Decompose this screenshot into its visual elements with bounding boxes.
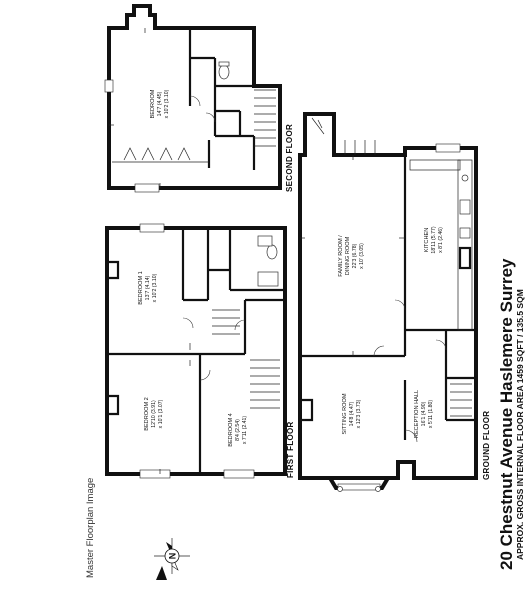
family-room-name2: DINING ROOM <box>345 236 351 275</box>
bedroom-4-name: BEDROOM 4 <box>228 413 234 447</box>
second-bedroom-dim1: 14'7 (4.45) <box>157 91 163 116</box>
second-bedroom-dim2: x 10'2 (3.10) <box>164 89 170 118</box>
family-room-name1: FAMILY ROOM / <box>338 235 344 277</box>
family-room-dim1: 22'3 (6.78) <box>352 243 358 268</box>
property-address: 20 Chestnut Avenue Haslemere Surrey <box>497 258 516 570</box>
kitchen-name: KITCHEN <box>424 228 430 253</box>
bedroom-2-name: BEDROOM 2 <box>144 397 150 431</box>
reception-hall-name: RECEPTION HALL <box>414 390 420 438</box>
second-floor-plan: BEDROOM 14'7 (4.45) x 10'2 (3.10) SECOND… <box>104 4 294 193</box>
kitchen-dim1: 18'11 (5.77) <box>431 226 437 253</box>
second-floor-label: SECOND FLOOR <box>285 124 294 192</box>
bedroom-4-dim2: x 7'11 (2.41) <box>242 416 248 445</box>
reception-hall-dim2: x 5'11 (1.80) <box>428 400 434 429</box>
compass-letter: N <box>168 553 178 560</box>
north-arrow-icon <box>156 566 167 580</box>
north-compass: N <box>154 538 190 574</box>
ground-floor-label: GROUND FLOOR <box>482 411 491 480</box>
second-bedroom-name: BEDROOM <box>150 89 156 118</box>
family-room-dim2: x 10' (3.05) <box>359 243 365 269</box>
first-floor-plan: BEDROOM 1 13'7 (4.14) x 10'2 (3.10) BEDR… <box>105 223 295 479</box>
floor-area-note: APPROX. GROSS INTERNAL FLOOR AREA 1459 S… <box>515 289 525 560</box>
sitting-room-dim1: 14'8 (4.47) <box>349 401 355 426</box>
master-floorplan-label: Master Floorplan Image <box>85 478 96 578</box>
bedroom-2-dim1: 12'10 (3.91) <box>151 400 157 428</box>
bedroom-1-name: BEDROOM 1 <box>138 271 144 305</box>
bedroom-2-dim2: x 10'1 (3.07) <box>158 399 164 428</box>
sitting-room-name: SITTING ROOM <box>342 393 348 434</box>
bedroom-1-dim2: x 10'2 (3.10) <box>152 273 158 302</box>
bedroom-1-dim1: 13'7 (4.14) <box>145 275 151 300</box>
kitchen-dim2: x 8'1 (2.46) <box>438 227 444 253</box>
reception-hall-dim1: 16'1 (4.90) <box>421 401 427 426</box>
sitting-room-dim2: x 12'3 (3.73) <box>356 399 362 428</box>
bedroom-4-dim1: 8'4 (2.54) <box>235 419 241 441</box>
ground-floor-plan: FAMILY ROOM / DINING ROOM 22'3 (6.78) x … <box>298 112 491 492</box>
first-floor-label: FIRST FLOOR <box>286 421 295 478</box>
